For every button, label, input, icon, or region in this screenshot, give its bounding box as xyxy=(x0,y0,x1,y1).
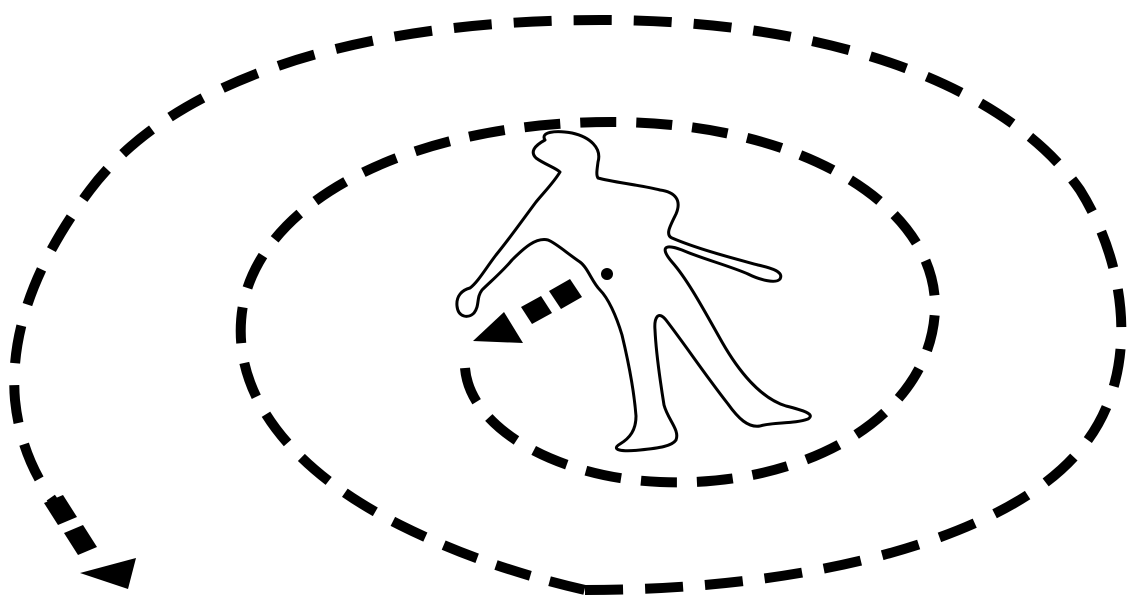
human-body-outline xyxy=(457,132,810,451)
body-mark-dot xyxy=(601,268,613,280)
outer-arrow xyxy=(44,495,136,589)
outer-arrow-head-icon xyxy=(80,558,136,589)
inner-arrow-dash-1 xyxy=(549,279,582,309)
human-outline-icon xyxy=(457,132,810,451)
inner-arrow-dash-2 xyxy=(521,296,552,324)
outer-arrow-dash-2 xyxy=(64,525,97,555)
inner-arrow xyxy=(473,279,582,343)
inner-arrow-head-icon xyxy=(473,312,523,343)
